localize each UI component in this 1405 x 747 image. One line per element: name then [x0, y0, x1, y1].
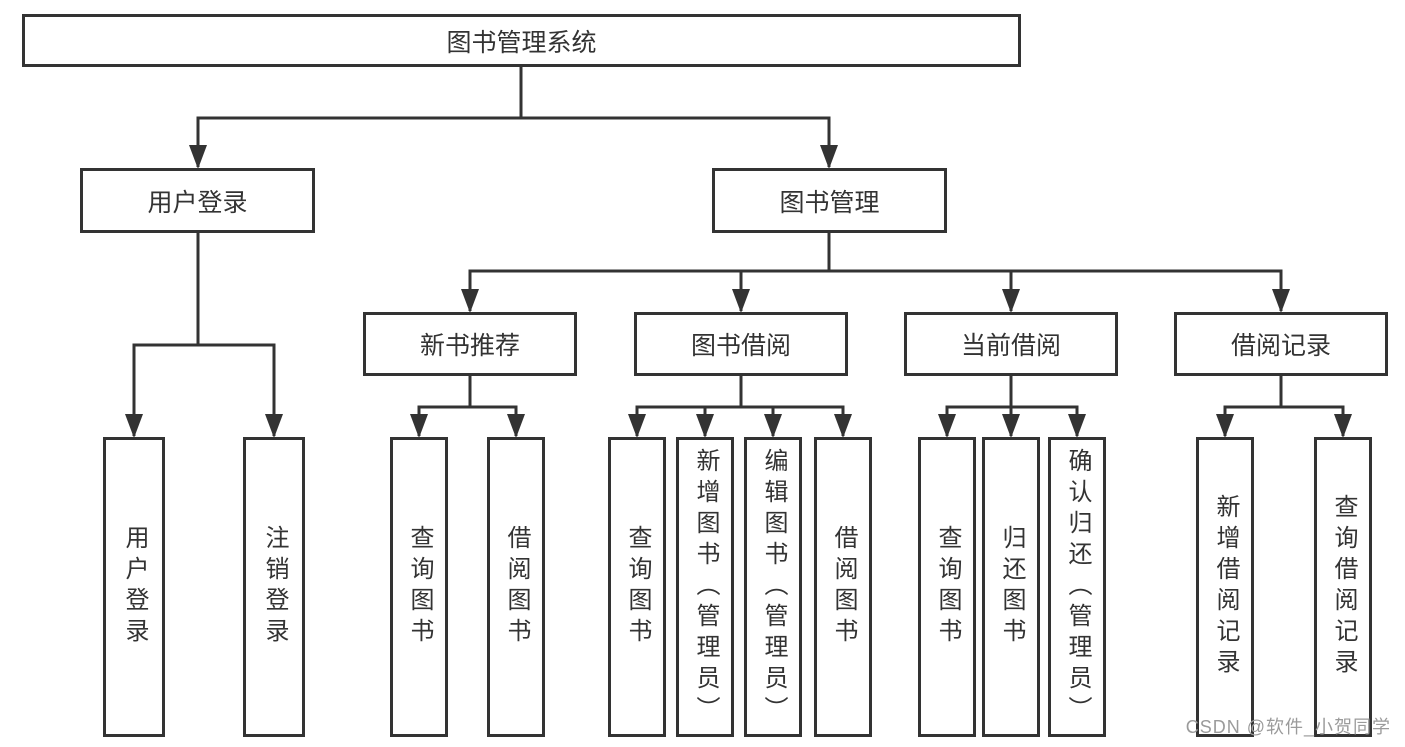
leaf-query-books-recommend: 查询图书: [390, 437, 448, 737]
leaf-query-borrow-record: 查询借阅记录: [1314, 437, 1372, 737]
leaf-borrow-books: 借阅图书: [814, 437, 872, 737]
leaf-query-books-borrow: 查询图书: [608, 437, 666, 737]
node-user-login: 用户登录: [80, 168, 315, 233]
edge-userlogin-logout: [196, 233, 283, 438]
edge-borrowrecords-queryrecord: [1279, 376, 1352, 438]
leaf-add-book-admin: 新增图书（管理员）: [676, 437, 734, 737]
edge-currentborrow-confirmreturn: [1009, 376, 1086, 438]
edge-newbookrec-querybooks: [410, 376, 472, 438]
edge-bookborrow-addbook: [696, 376, 743, 438]
leaf-edit-book-admin: 编辑图书（管理员）: [744, 437, 802, 737]
edge-newbookrec-borrowbooks: [468, 376, 525, 438]
csdn-watermark: CSDN @软件_小贺同学: [1185, 717, 1391, 737]
edge-currentborrow-querybooks: [938, 376, 1013, 438]
edge-root-book-mgmt: [519, 67, 838, 169]
edge-borrowrecords-addrecord: [1216, 376, 1283, 438]
node-library-management-system: 图书管理系统: [22, 14, 1021, 67]
leaf-confirm-return-admin: 确认归还（管理员）: [1048, 437, 1106, 737]
edge-bookmgmt-bookborrow: [732, 233, 831, 313]
node-new-book-recommend: 新书推荐: [363, 312, 577, 376]
node-book-management: 图书管理: [712, 168, 947, 233]
edge-bookmgmt-borrowrecords: [827, 233, 1290, 313]
leaf-query-books-current: 查询图书: [918, 437, 976, 737]
node-book-borrowing: 图书借阅: [634, 312, 848, 376]
leaf-add-borrow-record: 新增借阅记录: [1196, 437, 1254, 737]
node-borrowing-records: 借阅记录: [1174, 312, 1388, 376]
edge-userlogin-login: [125, 233, 200, 438]
leaf-logout: 注销登录: [243, 437, 305, 737]
leaf-return-book: 归还图书: [982, 437, 1040, 737]
edge-bookborrow-borrowbooks: [739, 376, 852, 438]
leaf-borrow-books-recommend: 借阅图书: [487, 437, 545, 737]
edge-root-user-login: [189, 67, 523, 169]
leaf-user-login: 用户登录: [103, 437, 165, 737]
node-current-borrowing: 当前借阅: [904, 312, 1118, 376]
